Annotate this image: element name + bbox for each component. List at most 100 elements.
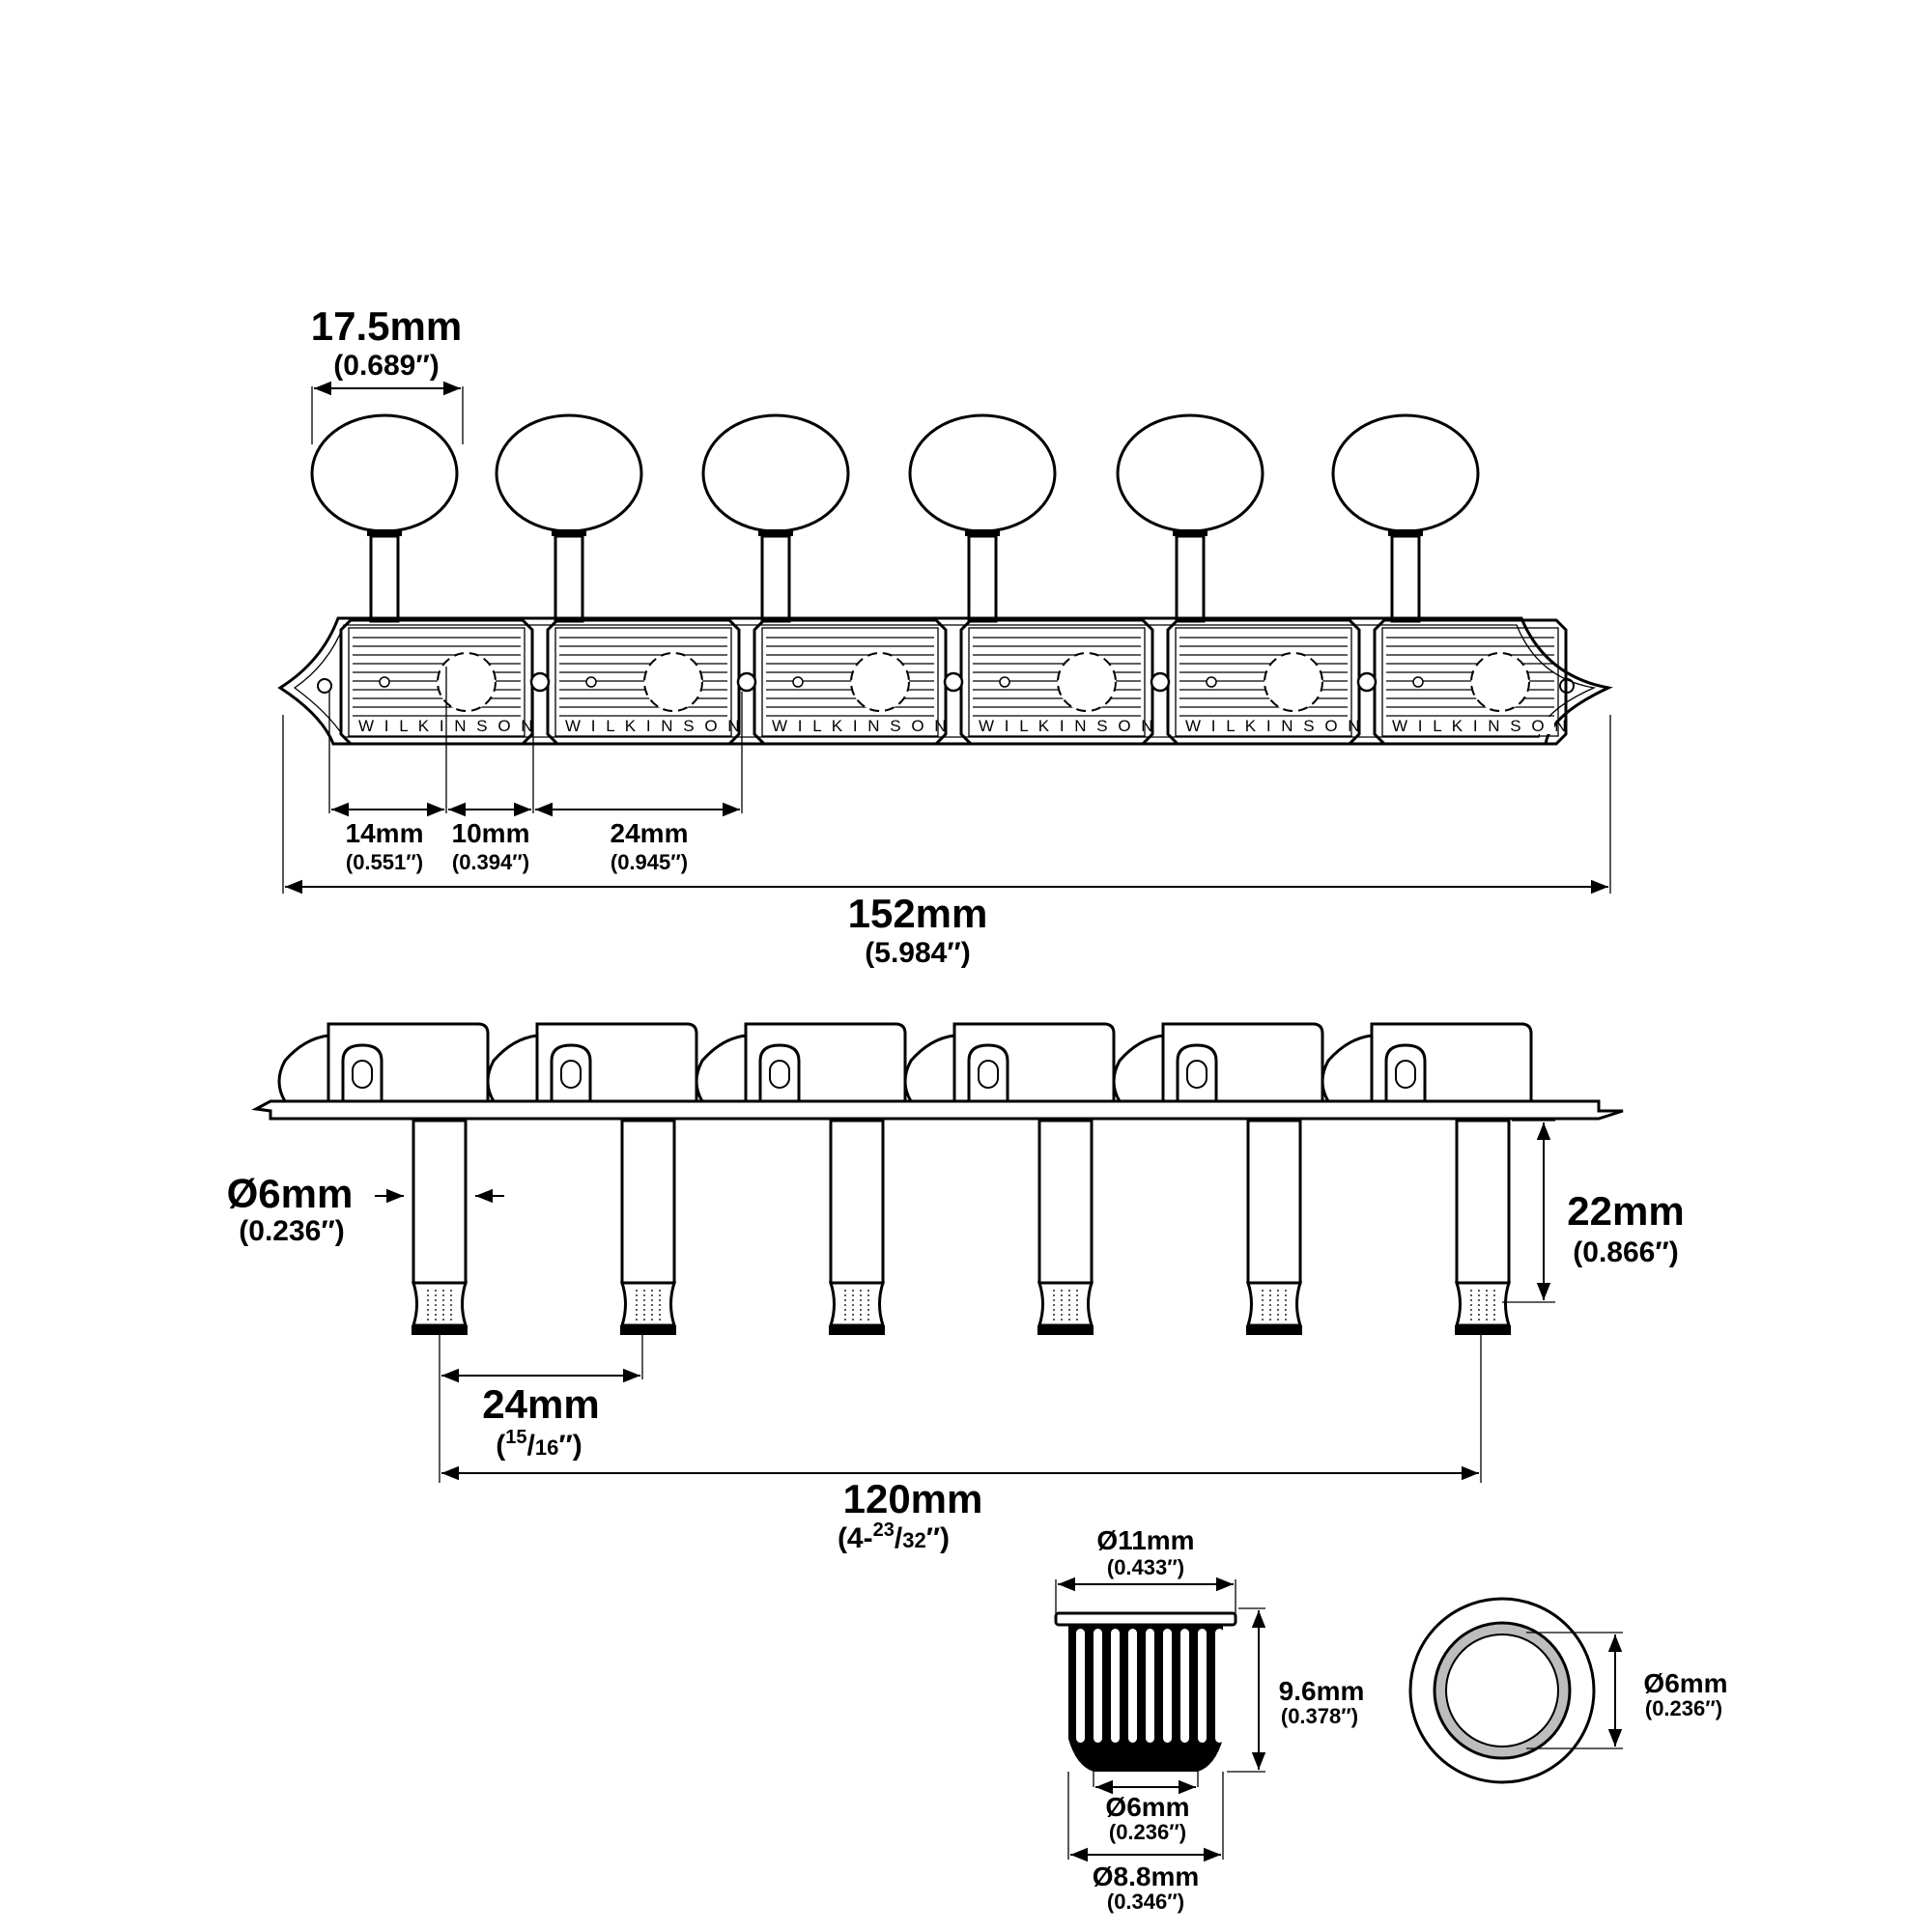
post-spacing-side-label: 24mm: [482, 1381, 599, 1427]
brand-band: [559, 717, 727, 734]
bushing-rib: [1215, 1629, 1224, 1743]
housing-cover: [348, 627, 526, 737]
post-hole-icon: [792, 676, 804, 688]
button-shaft: [554, 534, 584, 623]
housing-cover: [968, 627, 1146, 737]
tuner-button: [495, 413, 643, 533]
gear-outline-icon: [1057, 652, 1117, 712]
string-post: [620, 1119, 676, 1285]
post-to-edge-label: 14mm: [346, 818, 424, 848]
bushing-rib: [1128, 1629, 1137, 1743]
bushing-hole: [1445, 1634, 1559, 1747]
bushing-dimensions: Ø11mm (0.433″) 9.6mm (0.378″) Ø6mm (0.23…: [1055, 1525, 1364, 1914]
tuner-button: [1331, 413, 1480, 533]
housing-cover: [1381, 627, 1559, 737]
housing-outline: [339, 618, 534, 746]
span-total-label: 120mm: [843, 1476, 983, 1521]
post-tip: [1454, 1281, 1512, 1327]
button-shaft: [967, 534, 998, 623]
bushing-flange: [1054, 1611, 1237, 1627]
housing-joint-icon: [943, 671, 964, 693]
string-post: [1037, 1119, 1094, 1285]
gear-outline-icon: [1470, 652, 1530, 712]
housing-joint-icon: [1356, 671, 1378, 693]
brand-band: [353, 717, 521, 734]
tuner-side-1: [277, 1022, 490, 1335]
post-hole-icon: [585, 676, 597, 688]
post-hole-icon: [379, 676, 390, 688]
overall-length-label: 152mm: [848, 891, 988, 936]
side-housing: [486, 1022, 698, 1103]
post-spacing-top-inch-label: (0.945″): [611, 850, 688, 874]
post-tip: [1037, 1281, 1094, 1327]
tuner-top-6: W I L K I N S O N: [1331, 413, 1568, 746]
overall-length-inch-label: (5.984″): [865, 937, 970, 969]
flange-diameter-label: Ø11mm: [1096, 1525, 1194, 1555]
bushing-rib: [1198, 1629, 1207, 1743]
housing-outline: [1166, 618, 1361, 746]
side-gear-arch: [758, 1043, 801, 1101]
brand-text: W I L K I N S O N: [565, 717, 743, 735]
housing-outline: [1373, 618, 1568, 746]
post-diameter-inch-label: (0.236″): [239, 1215, 344, 1247]
gear-outline-icon: [1264, 652, 1323, 712]
brand-band: [973, 717, 1141, 734]
post-to-joint-inch-label: (0.394″): [452, 850, 529, 874]
hole-diameter-inch-label: (0.236″): [1645, 1696, 1722, 1720]
span-total-inch-label: (4-23/32″): [838, 1520, 950, 1554]
post-height-label: 22mm: [1567, 1188, 1684, 1234]
housing-cover: [554, 627, 732, 737]
housing-outline: [546, 618, 741, 746]
post-tip: [828, 1281, 886, 1327]
tuner-side-6: [1321, 1022, 1533, 1335]
tuner-top-2: W I L K I N S O N: [495, 413, 743, 746]
bushing-rib: [1180, 1629, 1189, 1743]
post-spacing-side-inch-label: (15/16″): [496, 1427, 582, 1462]
housing-joint-icon: [529, 671, 551, 693]
base-plate-inner-outline: [293, 624, 1597, 738]
brand-text: W I L K I N S O N: [772, 717, 950, 735]
button-width-inch-label: (0.689″): [333, 350, 439, 382]
top-view-dimensions: 17.5mm (0.689″) 14mm (0.551″) 10mm (0.39…: [282, 303, 1611, 969]
brand-band: [1179, 717, 1348, 734]
side-gear-arch: [550, 1043, 592, 1101]
brand-text: W I L K I N S O N: [358, 717, 536, 735]
post-hole-icon: [1412, 676, 1424, 688]
side-view: [251, 1022, 1624, 1335]
side-plate-outline: [251, 1099, 1624, 1121]
housing-joint-icon: [1150, 671, 1171, 693]
brand-band: [766, 717, 934, 734]
side-housing: [277, 1022, 490, 1103]
button-shaft: [760, 534, 791, 623]
gear-outline-icon: [643, 652, 703, 712]
tuner-top-5: W I L K I N S O N: [1116, 413, 1361, 746]
post-hole-icon: [999, 676, 1010, 688]
post-tip-base: [829, 1325, 885, 1335]
button-shaft: [1390, 534, 1421, 623]
outer-diameter-inch-label: (0.346″): [1107, 1889, 1184, 1914]
gear-outline-icon: [850, 652, 910, 712]
post-spacing-top-label: 24mm: [611, 818, 689, 848]
bushing-top-dimensions: Ø6mm (0.236″): [1526, 1632, 1728, 1749]
bushing-rib: [1163, 1629, 1172, 1743]
button-shaft: [1175, 534, 1206, 623]
post-tip: [1245, 1281, 1303, 1327]
side-slot-icon: [352, 1060, 373, 1089]
side-view-dimensions: Ø6mm (0.236″) 22mm (0.866″) 24mm (15/16″…: [227, 1120, 1685, 1554]
bushing-rib: [1146, 1629, 1154, 1743]
hole-diameter-label: Ø6mm: [1643, 1668, 1727, 1698]
string-post: [1246, 1119, 1302, 1285]
post-tip: [619, 1281, 677, 1327]
bushing-top-view: [1408, 1597, 1596, 1784]
bushing-height-inch-label: (0.378″): [1281, 1704, 1358, 1728]
tuner-button: [310, 413, 459, 533]
post-to-edge-inch-label: (0.551″): [346, 850, 423, 874]
button-width-label: 17.5mm: [311, 303, 462, 349]
tuner-side-2: [486, 1022, 698, 1335]
flange-diameter-inch-label: (0.433″): [1107, 1555, 1184, 1579]
mount-hole-left-icon: [317, 678, 332, 694]
brand-text: W I L K I N S O N: [979, 717, 1156, 735]
housing-outline: [959, 618, 1154, 746]
